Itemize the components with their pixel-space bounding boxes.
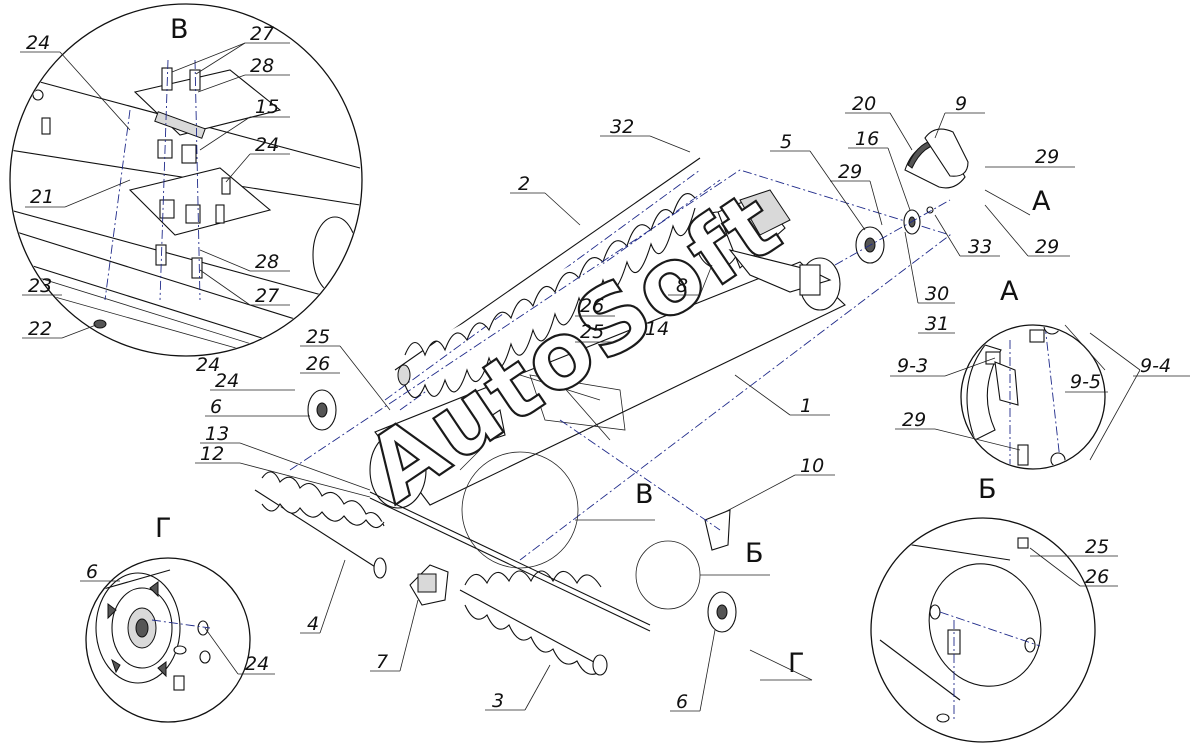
view-letter-g: Г [788,648,804,679]
callouts-detail-v: 24 27 28 15 24 21 28 27 23 22 24 [20,23,290,376]
callouts-main: 32 2 5 20 9 16 29 29 А 33 29 8 26 25 14 … [195,93,1075,713]
callout-13: 13 [205,423,229,445]
detail-view-a: А [960,276,1141,470]
callout-16: 16 [855,128,879,150]
svg-text:Г: Г [155,513,171,544]
pulley-group [834,128,969,266]
callout-22: 22 [28,318,52,340]
callout-29: 29 [1035,236,1059,258]
callout-2: 2 [518,173,530,195]
svg-text:В: В [170,14,189,45]
svg-text:А: А [1000,276,1019,307]
callout-26: 26 [580,295,604,317]
callout-3: 3 [492,690,504,712]
callout-24: 24 [245,653,269,675]
callout-29: 29 [838,161,862,183]
callout-12: 12 [200,443,224,465]
callout-23: 23 [28,275,52,297]
callout-10: 10 [800,455,824,477]
main-assembly: AutoSoft [254,128,969,676]
callouts-detail-g: 6 24 [80,561,275,675]
callout-9-4: 9-4 [1140,355,1171,377]
callout-28: 28 [255,251,279,273]
callout-24: 24 [26,32,50,54]
callout-29: 29 [1035,146,1059,168]
callout-1: 1 [800,395,812,417]
callout-9-3: 9-3 [897,355,928,377]
callouts-detail-a: 9-3 9-5 9-4 29 [890,355,1190,451]
callout-6: 6 [676,691,688,713]
callout-24: 24 [255,134,279,156]
callout-25: 25 [580,321,604,343]
callout-27: 27 [250,23,274,45]
view-letter-b: Б [745,538,764,569]
callouts-detail-b: 25 26 [1029,536,1118,588]
callout-29: 29 [902,409,926,431]
callout-32: 32 [610,116,634,138]
callout-24: 24 [196,354,220,376]
callout-4: 4 [307,613,319,635]
view-letter-a: А [1032,186,1051,217]
callout-6: 6 [210,396,222,418]
callout-14: 14 [645,318,669,340]
upper-auger-flights [397,193,696,399]
callout-7: 7 [376,651,388,673]
callout-25: 25 [1085,536,1109,558]
callout-27: 27 [255,285,279,307]
motor [695,189,832,296]
callout-9-5: 9-5 [1070,371,1101,393]
callout-8: 8 [676,275,688,297]
callout-31: 31 [925,313,949,335]
callout-21: 21 [30,186,54,208]
callout-33: 33 [968,236,992,258]
callout-24: 24 [215,370,239,392]
callout-25: 25 [306,326,330,348]
view-letter-v: В [635,479,654,510]
detail-view-b: Б [870,474,1096,743]
lower-auger-3 [459,570,608,676]
detail-view-g: Г [85,513,251,723]
callout-28: 28 [250,55,274,77]
callout-9: 9 [955,93,967,115]
callout-26: 26 [1085,566,1109,588]
callout-5: 5 [780,131,792,153]
svg-text:Б: Б [978,474,997,505]
callout-30: 30 [925,283,949,305]
callout-20: 20 [852,93,876,115]
callout-26: 26 [306,353,330,375]
callout-6: 6 [86,561,98,583]
lower-auger-4 [254,471,387,579]
detail-view-v: В [9,3,363,357]
callout-15: 15 [255,96,279,118]
